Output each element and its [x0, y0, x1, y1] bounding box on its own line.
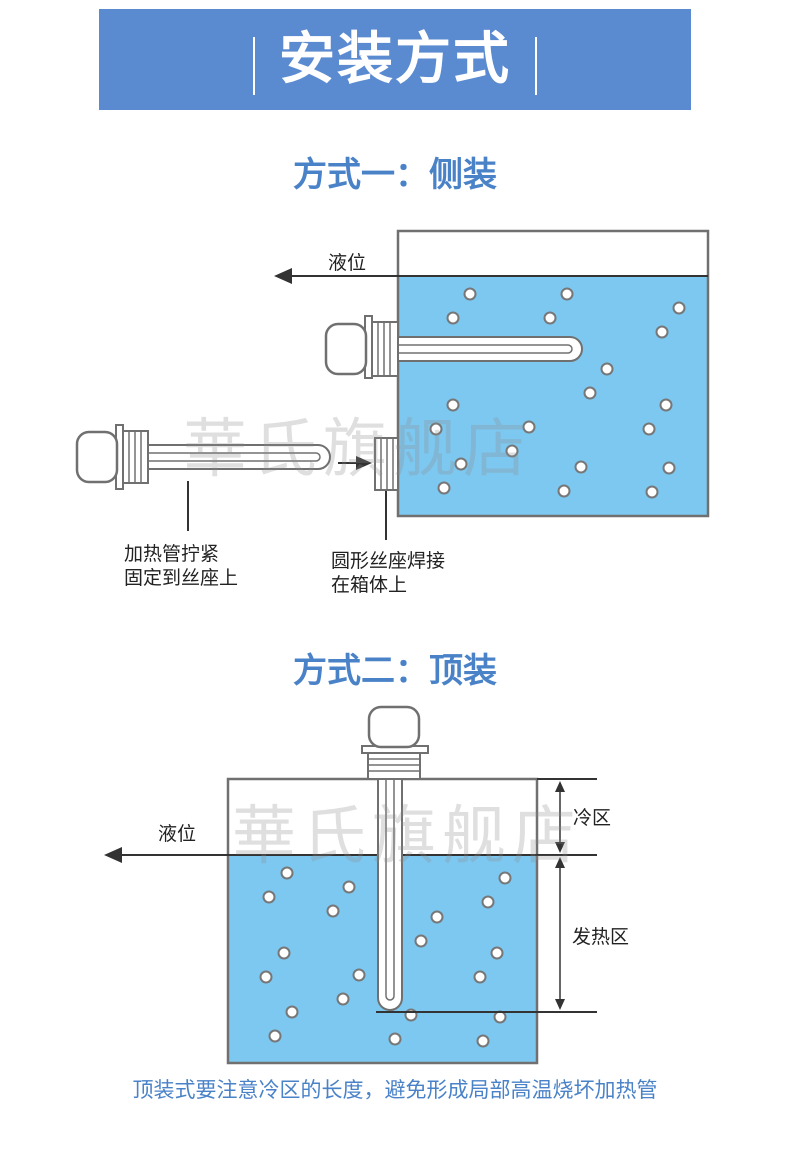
bubble	[659, 398, 673, 412]
bubble	[473, 970, 487, 984]
step2-label-line1: 圆形丝座焊接	[331, 550, 446, 572]
cold-zone-label: 冷区	[573, 807, 612, 829]
heating-zone-label: 发热区	[572, 926, 630, 948]
bubble	[437, 481, 451, 495]
top-heater-tube-outer	[377, 779, 403, 1011]
bubble	[280, 866, 294, 880]
thread-seat	[374, 437, 399, 491]
bubble	[574, 460, 588, 474]
step1-label-line2: 固定到丝座上	[124, 567, 239, 589]
bubble	[505, 444, 519, 458]
top-heater-cap	[367, 705, 421, 749]
bubble	[336, 992, 350, 1006]
bubble	[414, 934, 428, 948]
bubble	[662, 461, 676, 475]
top-tank-bubbles	[259, 866, 512, 1048]
bubble	[463, 287, 477, 301]
cold-zone-arrow-up	[555, 781, 565, 792]
installed-heater-cap	[324, 322, 368, 376]
watermark-1: 華氏旗舰店	[183, 413, 533, 487]
bubble	[655, 325, 669, 339]
installed-side-heater	[324, 315, 583, 379]
side-tank-bubbles	[429, 287, 686, 499]
method1-title: 方式一：侧装	[293, 155, 497, 195]
step1-label-line1: 加热管拧紧	[124, 543, 220, 565]
installed-heater-tube-inner	[398, 344, 573, 354]
header-left-rule	[253, 37, 255, 95]
bubble	[388, 1032, 402, 1046]
cold-zone-arrow-down	[555, 842, 565, 853]
loose-heater	[75, 424, 331, 490]
bubble	[454, 457, 468, 471]
bubble	[490, 946, 504, 960]
bubble	[493, 1010, 507, 1024]
loose-heater-tube-outer	[148, 444, 331, 470]
bubble	[342, 880, 356, 894]
step2-label-line2: 在箱体上	[331, 574, 408, 596]
footer-note: 顶装式要注意冷区的长度，避免形成局部高温烧坏加热管	[132, 1078, 658, 1102]
bubble	[645, 485, 659, 499]
top-liquid-level-label: 液位	[158, 823, 197, 845]
top-heater-thread	[367, 752, 421, 780]
bubble	[522, 420, 536, 434]
header-title: 安装方式	[279, 27, 511, 92]
bubble	[672, 301, 686, 315]
bubble	[259, 970, 273, 984]
bubble	[481, 895, 495, 909]
bubble	[262, 890, 276, 904]
header-right-rule	[535, 37, 537, 95]
loose-heater-tube-inner	[148, 452, 321, 462]
heating-zone-arrow-down	[555, 999, 565, 1010]
bubble	[446, 311, 460, 325]
loose-heater-cap	[75, 430, 119, 484]
bubble	[600, 362, 614, 376]
side-liquid-level-label: 液位	[328, 252, 367, 274]
bubble	[446, 398, 460, 412]
bubble	[352, 968, 366, 982]
installed-heater-thread	[371, 321, 399, 377]
bubble	[476, 1034, 490, 1048]
insert-arrow-head	[356, 456, 372, 470]
bubble	[326, 904, 340, 918]
bubble	[268, 1029, 282, 1043]
bubble	[583, 386, 597, 400]
method2-title: 方式二：顶装	[293, 651, 497, 691]
header-banner: 安装方式	[99, 9, 691, 110]
bubble	[285, 1005, 299, 1019]
bubble	[430, 910, 444, 924]
watermark-2: 華氏旗舰店	[232, 800, 582, 874]
top-liquid-level-arrow	[104, 847, 122, 863]
side-liquid-level-arrow	[274, 268, 292, 284]
top-heater	[361, 705, 429, 1011]
bubble	[277, 946, 291, 960]
bubble	[543, 311, 557, 325]
bubble	[560, 287, 574, 301]
bubble	[642, 422, 656, 436]
top-heater-tube-inner	[385, 779, 395, 1001]
bubble	[557, 484, 571, 498]
installed-heater-tube-outer	[398, 336, 583, 362]
bubble	[429, 422, 443, 436]
bubble	[498, 871, 512, 885]
heating-zone-arrow-up	[555, 857, 565, 868]
